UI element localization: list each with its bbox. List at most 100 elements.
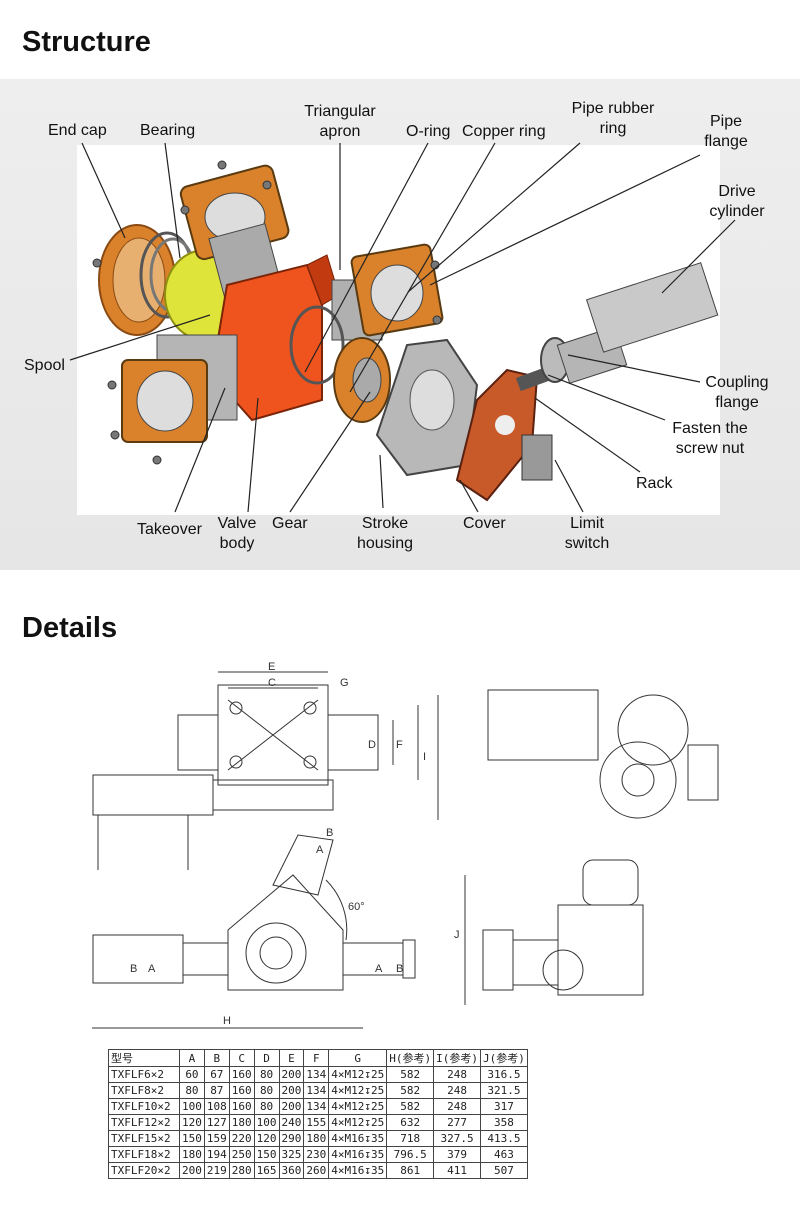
dim-a-top: A — [316, 844, 324, 856]
dim-e: E — [268, 661, 275, 673]
label-bearing: Bearing — [140, 122, 196, 139]
table-cell: 120 — [253, 1130, 280, 1147]
table-cell: 180 — [228, 1114, 255, 1131]
table-cell: 67 — [203, 1066, 230, 1083]
table-cell: 327.5 — [433, 1130, 481, 1147]
table-cell: 80 — [179, 1082, 205, 1099]
table-cell: 150 — [179, 1130, 205, 1147]
table-header-cell: E — [278, 1049, 305, 1067]
dim-i: I — [423, 751, 426, 763]
table-cell: 4×M16↧35 — [328, 1146, 388, 1163]
table-cell: 160 — [228, 1098, 255, 1115]
table-cell: 155 — [303, 1114, 330, 1131]
dim-a-left: A — [148, 963, 156, 975]
table-cell: 413.5 — [479, 1130, 528, 1147]
table-cell: 134 — [303, 1098, 330, 1115]
technical-drawings: E C G D F I B A 60° B A A B H J — [92, 661, 719, 1029]
dim-angle: 60° — [348, 901, 365, 913]
label-end-cap: End cap — [48, 122, 107, 139]
limit-switch — [521, 434, 553, 481]
table-header-cell: A — [179, 1049, 205, 1067]
table-cell: 582 — [386, 1098, 435, 1115]
table-cell: 4×M12↧25 — [328, 1098, 388, 1115]
table-cell: 159 — [203, 1130, 230, 1147]
top-pipe-flange — [179, 164, 290, 307]
table-cell: TXFLF20×2 — [108, 1162, 180, 1179]
label-spool: Spool — [24, 357, 65, 374]
table-cell: 200 — [278, 1082, 305, 1099]
table-cell: 240 — [278, 1114, 305, 1131]
table-cell: 160 — [228, 1066, 255, 1083]
table-cell: 165 — [253, 1162, 280, 1179]
dim-b-right: B — [396, 963, 403, 975]
table-cell: 134 — [303, 1082, 330, 1099]
label-rack: Rack — [636, 475, 673, 492]
table-header-cell: B — [203, 1049, 230, 1067]
table-cell: 277 — [433, 1114, 481, 1131]
table-cell: 87 — [203, 1082, 230, 1099]
table-cell: 230 — [303, 1146, 330, 1163]
table-cell: 108 — [203, 1098, 230, 1115]
leader-lines — [69, 142, 736, 513]
table-cell: 220 — [228, 1130, 255, 1147]
dim-a-right: A — [375, 963, 383, 975]
table-cell: 248 — [433, 1098, 481, 1115]
table-header-cell: 型号 — [108, 1049, 180, 1067]
table-cell: 325 — [278, 1146, 305, 1163]
table-cell: 248 — [433, 1066, 481, 1083]
table-header-cell: C — [228, 1049, 255, 1067]
table-header-cell: H(参考) — [386, 1049, 435, 1067]
dim-b-top: B — [326, 827, 333, 839]
table-cell: TXFLF12×2 — [108, 1114, 180, 1131]
table-cell: 180 — [179, 1146, 205, 1163]
table-cell: 4×M12↧25 — [328, 1082, 388, 1099]
dim-c: C — [268, 677, 276, 689]
table-cell: 4×M16↧35 — [328, 1130, 388, 1147]
table-cell: 632 — [386, 1114, 435, 1131]
table-cell: 160 — [228, 1082, 255, 1099]
table-cell: 100 — [253, 1114, 280, 1131]
table-cell: 60 — [179, 1066, 205, 1083]
label-takeover: Takeover — [137, 521, 202, 538]
table-header-cell: D — [253, 1049, 280, 1067]
table-cell: 219 — [203, 1162, 230, 1179]
table-cell: 360 — [278, 1162, 305, 1179]
details-heading: Details — [22, 612, 118, 644]
label-copper-ring: Copper ring — [462, 123, 546, 140]
table-cell: TXFLF18×2 — [108, 1146, 180, 1163]
table-cell: 411 — [433, 1162, 481, 1179]
table-cell: 316.5 — [479, 1066, 528, 1083]
table-cell: 80 — [253, 1098, 280, 1115]
takeover-pipe — [121, 334, 238, 443]
table-cell: 582 — [386, 1082, 435, 1099]
table-cell: 379 — [433, 1146, 481, 1163]
label-o-ring: O-ring — [406, 123, 451, 140]
table-header-cell: J(参考) — [479, 1049, 528, 1067]
table-cell: 358 — [479, 1114, 528, 1131]
label-cover: Cover — [463, 515, 506, 532]
table-cell: 150 — [253, 1146, 280, 1163]
table-cell: 290 — [278, 1130, 305, 1147]
table-cell: 582 — [386, 1066, 435, 1083]
table-cell: TXFLF8×2 — [108, 1082, 180, 1099]
label-gear: Gear — [272, 515, 308, 532]
structure-heading: Structure — [22, 26, 151, 58]
table-cell: 200 — [179, 1162, 205, 1179]
table-header-cell: G — [328, 1049, 388, 1067]
table-cell: 200 — [278, 1098, 305, 1115]
table-cell: 248 — [433, 1082, 481, 1099]
table-cell: 180 — [303, 1130, 330, 1147]
table-cell: 250 — [228, 1146, 255, 1163]
